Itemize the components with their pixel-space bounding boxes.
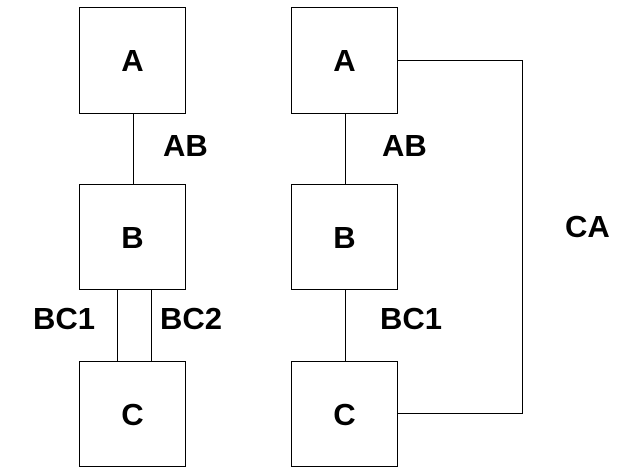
left-edge-bc2-label: BC2 [160,301,223,336]
right-edge-ca-line-right-segment [522,60,523,414]
right-node-b-label: B [333,219,356,255]
left-edge-bc1-line [117,290,118,361]
left-node-c-box: C [79,361,186,467]
left-node-c-label: C [121,396,144,432]
right-edge-bc1-line [345,290,346,361]
right-edge-ca-label: CA [565,209,610,244]
left-node-a-label: A [121,43,144,78]
left-edge-ab-label: AB [163,128,208,163]
right-edge-ab-label: AB [382,128,427,163]
right-edge-bc1-label: BC1 [380,301,443,336]
right-node-a-box: A [291,7,398,114]
left-node-a-box: A [79,7,186,114]
right-edge-ca-line-bottom-segment [398,413,523,414]
left-edge-bc2-line [151,290,152,361]
right-edge-ca-line-top-segment [398,60,523,61]
left-node-b-box: B [79,184,186,290]
right-node-b-box: B [291,184,398,290]
right-node-a-label: A [333,43,356,78]
left-node-b-label: B [121,219,144,255]
right-edge-ab-line [345,114,346,184]
right-node-c-label: C [333,396,356,432]
left-edge-bc1-label: BC1 [33,301,96,336]
right-node-c-box: C [291,361,398,467]
left-edge-ab-line [133,114,134,184]
